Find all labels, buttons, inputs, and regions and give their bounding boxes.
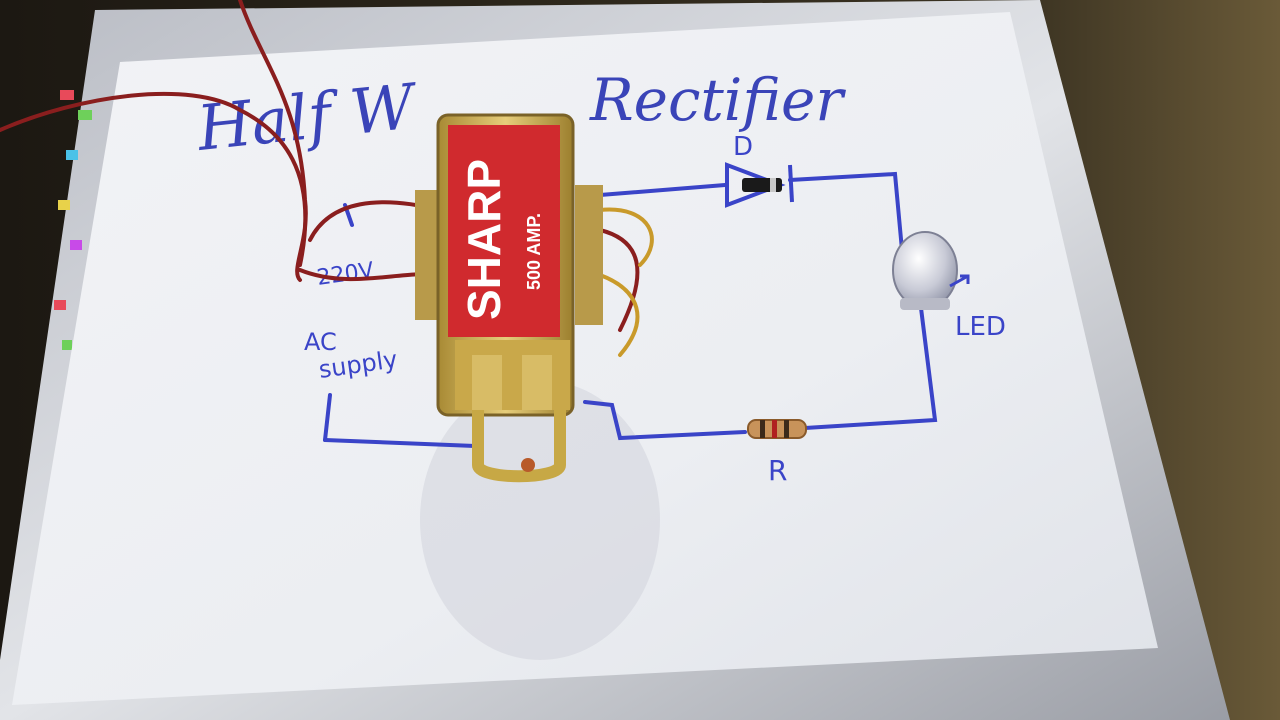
circuit-wiring [323, 171, 938, 448]
yellow-wires [598, 207, 654, 357]
resistor-component [747, 419, 807, 439]
paper-sheet [12, 12, 1158, 705]
led-component [892, 231, 970, 310]
transformer-brand: SHARP [458, 159, 510, 320]
diode-symbol [725, 162, 794, 208]
transformer [415, 113, 603, 483]
title-rectifier: Rectifier [589, 66, 846, 134]
foil-sparkle [54, 90, 92, 350]
diode-label: D [733, 132, 753, 162]
resistor-label: R [768, 454, 787, 487]
led-label: LED [955, 312, 1006, 342]
transformer-rating: 500 AMP. [524, 213, 544, 290]
ac-label: AC [304, 328, 337, 356]
